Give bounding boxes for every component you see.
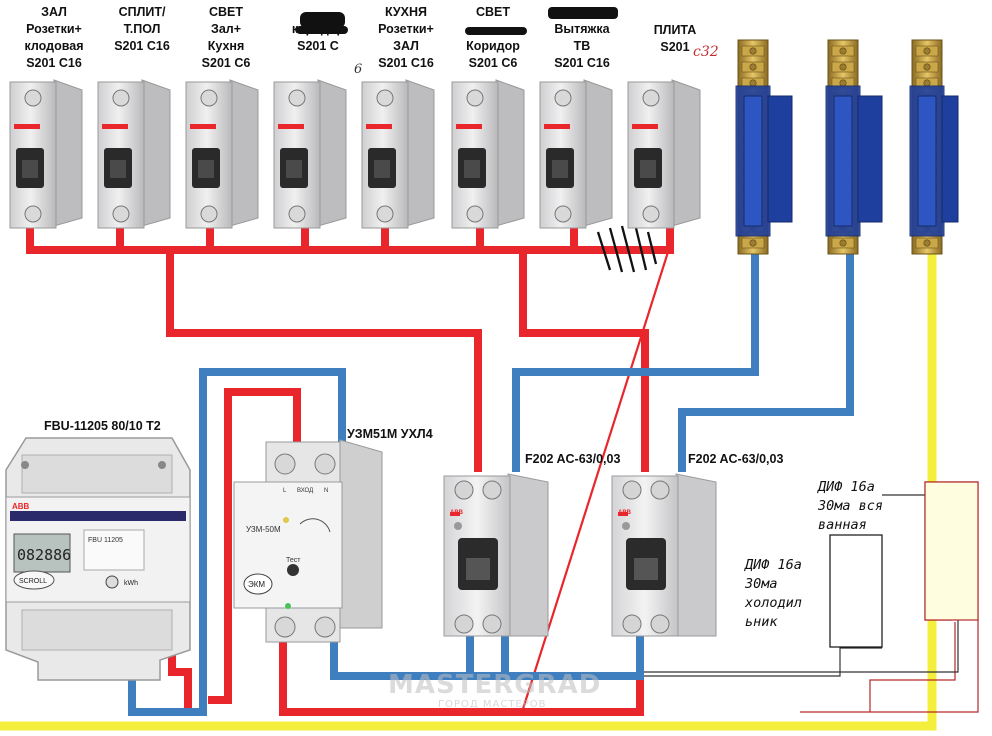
meter-label: FBU-11205 80/10 T2 — [44, 419, 161, 433]
handwritten-c32: с32 — [693, 44, 719, 60]
bus-bars — [735, 39, 959, 255]
breaker-label-5: КУХНЯ Розетки+ ЗАЛ S201 C16 — [361, 4, 451, 72]
rcd-2-label: F202 AC-63/0,03 — [688, 452, 784, 466]
phase-wires — [26, 224, 674, 716]
watermark-sub: ГОРОД МАСТЕРОВ — [438, 699, 547, 710]
neutral-wires — [128, 254, 854, 716]
fridge-rcd-note: ДИФ 16а 30ма холодил ьник — [745, 556, 802, 632]
relay-n: N — [324, 488, 328, 494]
breaker-label-line: КУХНЯ — [384, 5, 428, 19]
meter-brand: ABB — [12, 502, 30, 511]
meter-model: FBU 11205 — [88, 537, 123, 544]
breaker-label-line: S201 C16 — [114, 39, 170, 53]
breaker-label-line: S201 C6 — [201, 56, 251, 70]
relay-in: ВХОД — [297, 488, 313, 494]
breaker-label-line: S201 C16 — [378, 56, 434, 70]
scribble-2 — [296, 26, 348, 34]
rcd-2 — [611, 473, 717, 637]
breaker-label-line: ЗАЛ — [393, 39, 419, 53]
breaker-3 — [185, 79, 259, 229]
bath-note-line: ДИФ 16а — [818, 479, 875, 495]
meter-kwh: kWh — [124, 580, 138, 587]
breaker-label-line: Вытяжка — [554, 22, 610, 36]
bath-rcd-note: ДИФ 16а 30ма вся ванная — [818, 478, 883, 535]
scribble-3 — [465, 27, 527, 35]
breaker-5 — [361, 79, 435, 229]
fridge-note-line: 30ма — [745, 576, 778, 592]
relay-test: Тест — [286, 557, 301, 564]
fridge-note-line: ьник — [745, 614, 778, 630]
breaker-label-line: ПЛИТА — [653, 23, 697, 37]
breaker-label-line: СВЕТ — [475, 5, 511, 19]
scribble-4 — [548, 7, 618, 19]
breaker-8 — [627, 79, 701, 229]
breaker-label-line: Зал+ — [210, 22, 242, 36]
handwritten-6: 6 — [354, 62, 363, 77]
breaker-label-line: S201 C — [297, 39, 339, 53]
bus-bar-2 — [825, 39, 883, 255]
relay-label: УЗМ51М УХЛ4 — [347, 427, 433, 441]
breaker-label-line: S201 C6 — [468, 56, 518, 70]
rcd-1-label: F202 AC-63/0,03 — [525, 452, 621, 466]
fridge-note-line: ДИФ 16а — [745, 557, 802, 573]
fridge-rcd-box — [829, 534, 883, 648]
breaker-label-line: Коридор — [466, 39, 520, 53]
breaker-row — [9, 79, 701, 229]
rcd-2-brand: ABB — [618, 510, 632, 516]
cut-mark — [596, 225, 658, 273]
earth-wire — [0, 251, 937, 731]
voltage-relay — [233, 439, 383, 643]
relay-name: УЗМ-50М — [246, 525, 281, 534]
breaker-label-2: СПЛИТ/Т.ПОЛ S201 C16 — [97, 4, 187, 55]
breaker-label-line: Кухня — [207, 39, 245, 53]
breaker-label-line: клодовая — [24, 39, 84, 53]
breaker-1 — [9, 79, 83, 229]
breaker-label-line: ЗАЛ — [41, 5, 67, 19]
fridge-note-line: холодил — [745, 595, 802, 611]
watermark: MASTERGRAD — [388, 670, 602, 700]
breaker-label-line: ТВ — [573, 39, 591, 53]
bus-bar-1 — [735, 39, 793, 255]
scribble-1 — [300, 12, 345, 28]
bath-note-line: 30ма вся — [818, 498, 884, 514]
breaker-6 — [451, 79, 525, 229]
breaker-label-line: S201 C16 — [554, 56, 610, 70]
relay-l: L — [283, 488, 287, 494]
breaker-label-line: СПЛИТ/ — [118, 5, 166, 19]
rcd-1 — [443, 473, 549, 637]
meter-display: 082886 — [17, 546, 71, 564]
relay-logo: ЭКМ — [248, 580, 265, 589]
breaker-label-8: ПЛИТА S201 — [630, 22, 720, 56]
breaker-2 — [97, 79, 171, 229]
meter-scroll: SCROLL — [19, 578, 47, 585]
breaker-7 — [539, 79, 613, 229]
breaker-label-line: S201 — [660, 40, 690, 54]
breaker-label-line: S201 C16 — [26, 56, 82, 70]
bath-note-line: ванная — [818, 517, 867, 533]
bus-bar-3 — [909, 39, 959, 255]
breaker-label-line: Т.ПОЛ — [123, 22, 161, 36]
rcd-1-brand: ABB — [450, 510, 464, 516]
breaker-label-line: СВЕТ — [208, 5, 244, 19]
bath-rcd-box — [924, 481, 979, 621]
breaker-label-line: Розетки+ — [378, 22, 434, 36]
breaker-label-line: Розетки+ — [26, 22, 82, 36]
electricity-meter — [5, 437, 191, 681]
breaker-4 — [273, 79, 347, 229]
